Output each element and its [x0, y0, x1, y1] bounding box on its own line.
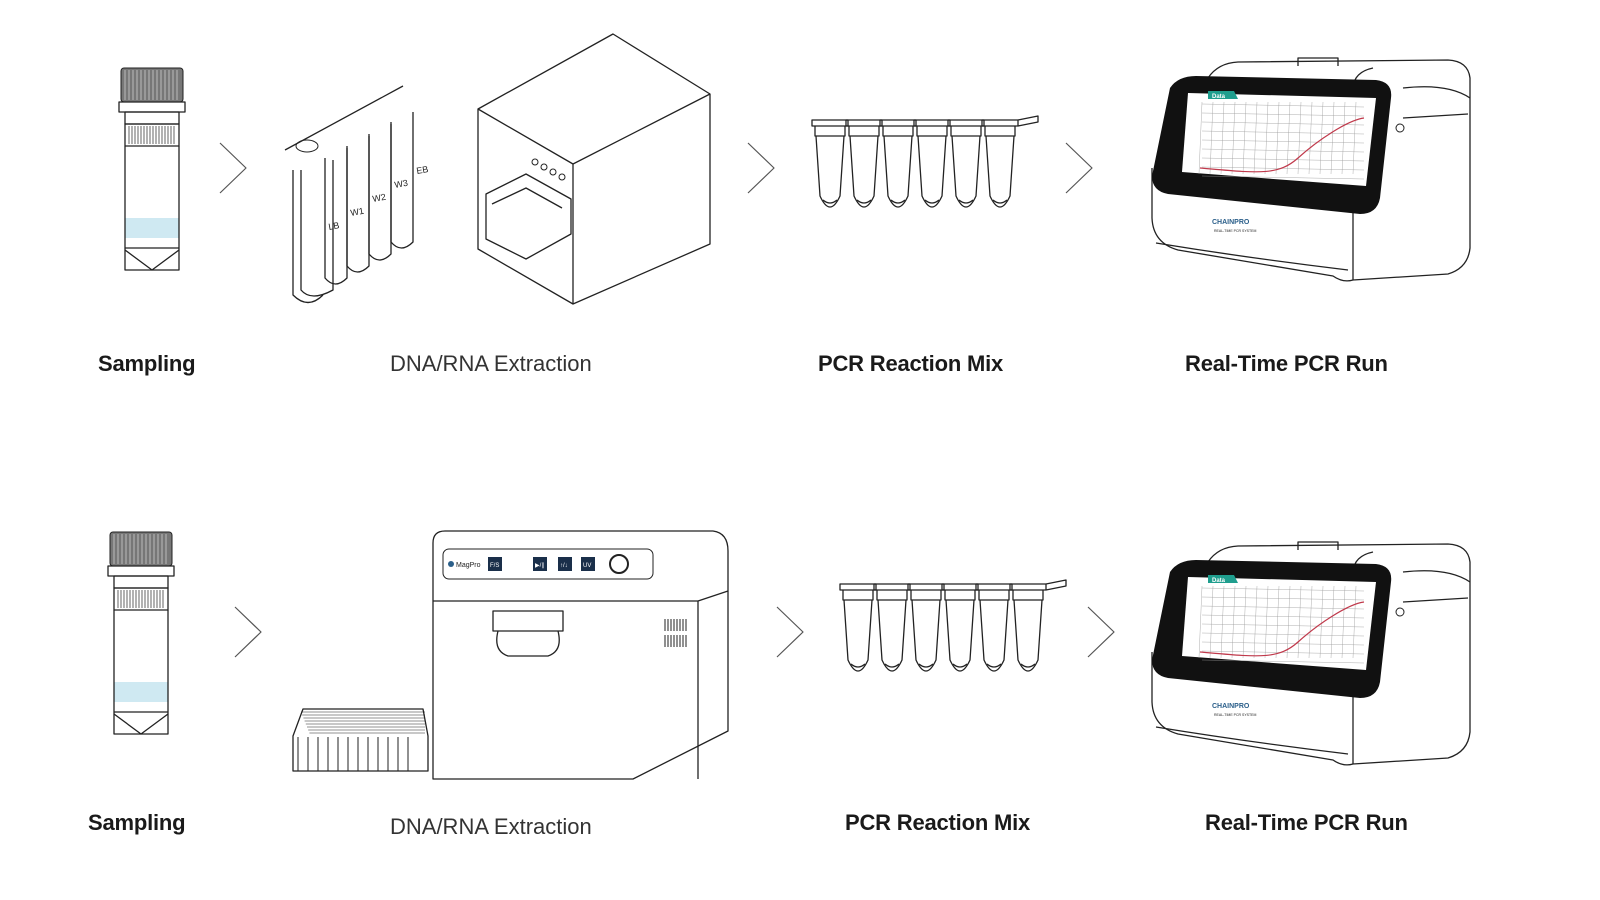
extraction-instrument-large: MagPro F/S ▶/∥ ↑/↓ UV [432, 530, 729, 780]
extraction-cartridge: LB W1 W2 W3 EB [284, 85, 430, 304]
chevron-right-icon [219, 142, 247, 194]
svg-text:▶/∥: ▶/∥ [535, 562, 544, 569]
tube-cap [109, 531, 173, 567]
svg-text:UV: UV [583, 563, 591, 569]
chevron-right-icon [1087, 606, 1115, 658]
sample-tube [118, 67, 186, 271]
chevron-right-icon [1065, 142, 1093, 194]
well-label: W3 [394, 178, 409, 190]
screen [1182, 577, 1376, 670]
screen [1182, 93, 1376, 186]
pcr-tube [975, 583, 1013, 672]
step-label-extraction: DNA/RNA Extraction [390, 351, 592, 376]
extraction-instrument-small [477, 33, 711, 305]
indicator-light [540, 163, 548, 171]
panel-button: UV [581, 557, 595, 571]
tube-cap [120, 67, 184, 103]
pcr-tube [981, 119, 1019, 208]
port-icon [1395, 607, 1405, 617]
brand-logo: MagPro [456, 562, 481, 569]
screen-tab [1208, 91, 1238, 99]
indicator-light [558, 173, 566, 181]
pcr-tube [947, 119, 985, 208]
screen-tab-label: Data [1212, 94, 1226, 100]
tube-liquid [125, 218, 179, 238]
brand-logo: CHAINPRO [1212, 703, 1250, 710]
well-label: EB [416, 164, 430, 176]
panel-button: ▶/∥ [533, 557, 547, 571]
pcr-tube [839, 583, 877, 672]
pcr-tube [879, 119, 917, 208]
svg-text:F/S: F/S [490, 563, 499, 569]
step-label-pcr-run: Real-Time PCR Run [1205, 810, 1408, 835]
sample-tube [107, 531, 175, 735]
cartridge-cap [295, 139, 319, 153]
pcr-tube [1009, 583, 1047, 672]
chevron-right-icon [234, 606, 262, 658]
deep-well-plate [292, 708, 429, 772]
step-label-pcr-mix: PCR Reaction Mix [818, 351, 1004, 376]
brand-subtitle: REAL-TIME PCR SYSTEM [1214, 229, 1256, 233]
amplification-curve [1199, 117, 1365, 173]
svg-text:↑/↓: ↑/↓ [560, 563, 568, 569]
indicator-light [531, 158, 539, 166]
brand-subtitle: REAL-TIME PCR SYSTEM [1214, 713, 1256, 717]
tube-liquid [114, 682, 168, 702]
chevron-right-icon [776, 606, 804, 658]
brand-logo: CHAINPRO [1212, 219, 1250, 226]
well-label: W2 [372, 192, 387, 204]
well-label: LB [328, 220, 341, 232]
indicator-light [549, 168, 557, 176]
step-label-extraction: DNA/RNA Extraction [390, 814, 592, 839]
port-icon [1395, 123, 1405, 133]
step-label-pcr-mix: PCR Reaction Mix [845, 810, 1031, 835]
step-label-pcr-run: Real-Time PCR Run [1185, 351, 1388, 376]
well-label: W1 [350, 206, 365, 218]
brand-dot [448, 561, 454, 567]
pcr-tube-strip [839, 579, 1067, 672]
pcr-tube-strip [811, 115, 1039, 208]
chevron-right-icon [747, 142, 775, 194]
screen-tab [1208, 575, 1238, 583]
control-panel [442, 548, 654, 580]
amplification-curve [1199, 601, 1365, 657]
pcr-tube [941, 583, 979, 672]
pcr-tube [845, 119, 883, 208]
step-label-sampling: Sampling [98, 351, 196, 376]
screen-tab-label: Data [1212, 578, 1226, 584]
panel-button: ↑/↓ [558, 557, 572, 571]
step-label-sampling: Sampling [88, 810, 186, 835]
panel-button: F/S [488, 557, 502, 571]
pcr-tube [811, 119, 849, 208]
pcr-tube [873, 583, 911, 672]
pcr-tube [907, 583, 945, 672]
power-icon [609, 554, 629, 574]
pcr-tube [913, 119, 951, 208]
